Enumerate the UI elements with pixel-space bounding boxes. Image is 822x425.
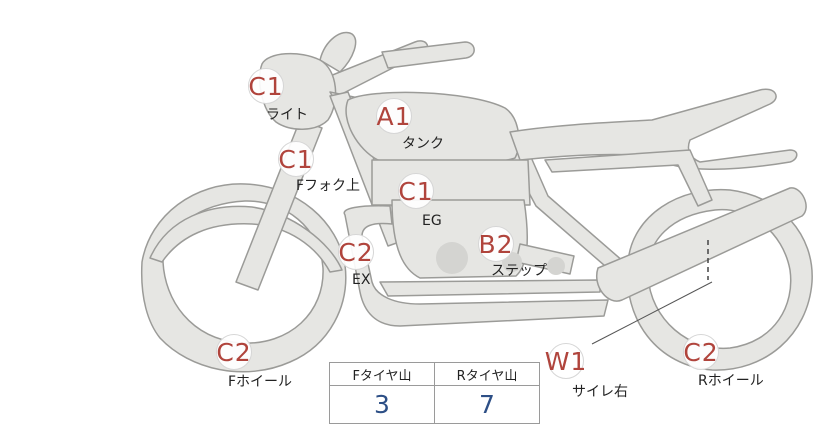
tire-tread-table: Fタイヤ山 Rタイヤ山 3 7 [329,361,540,424]
fuel-tank [345,91,520,165]
damage-marker-front-wheel[interactable]: C2 [216,334,252,370]
front-tread-value: 3 [329,385,435,424]
part-label-tank: タンク [402,136,444,152]
exhaust-pipe-lower [379,279,601,297]
muffler [595,187,807,302]
exhaust-pipe [343,205,609,327]
engine-cover [436,242,468,274]
rear-tread-value: 7 [434,385,540,424]
damage-marker-headlight[interactable]: C1 [248,68,284,104]
part-label-rear-wheel: Rホイール [698,373,764,389]
engine-top [371,159,531,206]
damage-marker-step[interactable]: B2 [478,226,514,262]
step-peg-rear [547,257,565,275]
part-label-muffler-right: サイレ右 [572,384,628,400]
front-tire [140,183,347,373]
handlebar-left [381,41,475,69]
part-label-front-wheel: Fホイール [228,374,293,390]
damage-marker-exhaust[interactable]: C2 [338,234,374,270]
damage-marker-engine[interactable]: C1 [398,173,434,209]
damage-marker-rear-wheel[interactable]: C2 [683,334,719,370]
damage-marker-muffler-right[interactable]: W1 [545,343,586,379]
handlebar-grip [319,31,357,73]
rear-tread-header: Rタイヤ山 [434,361,540,387]
part-label-engine: EG [422,213,442,229]
part-label-exhaust: EX [352,272,371,288]
part-label-headlight: ライト [266,107,308,123]
damage-marker-tank[interactable]: A1 [376,98,412,134]
front-tread-header: Fタイヤ山 [329,361,435,387]
rear-frame [544,149,713,207]
part-label-fork-upper: Fフォク上 [296,178,361,194]
damage-pointer-line [591,281,713,345]
part-label-step: ステップ [491,263,547,279]
front-fender [149,205,343,273]
damage-marker-fork-upper[interactable]: C1 [278,141,314,177]
